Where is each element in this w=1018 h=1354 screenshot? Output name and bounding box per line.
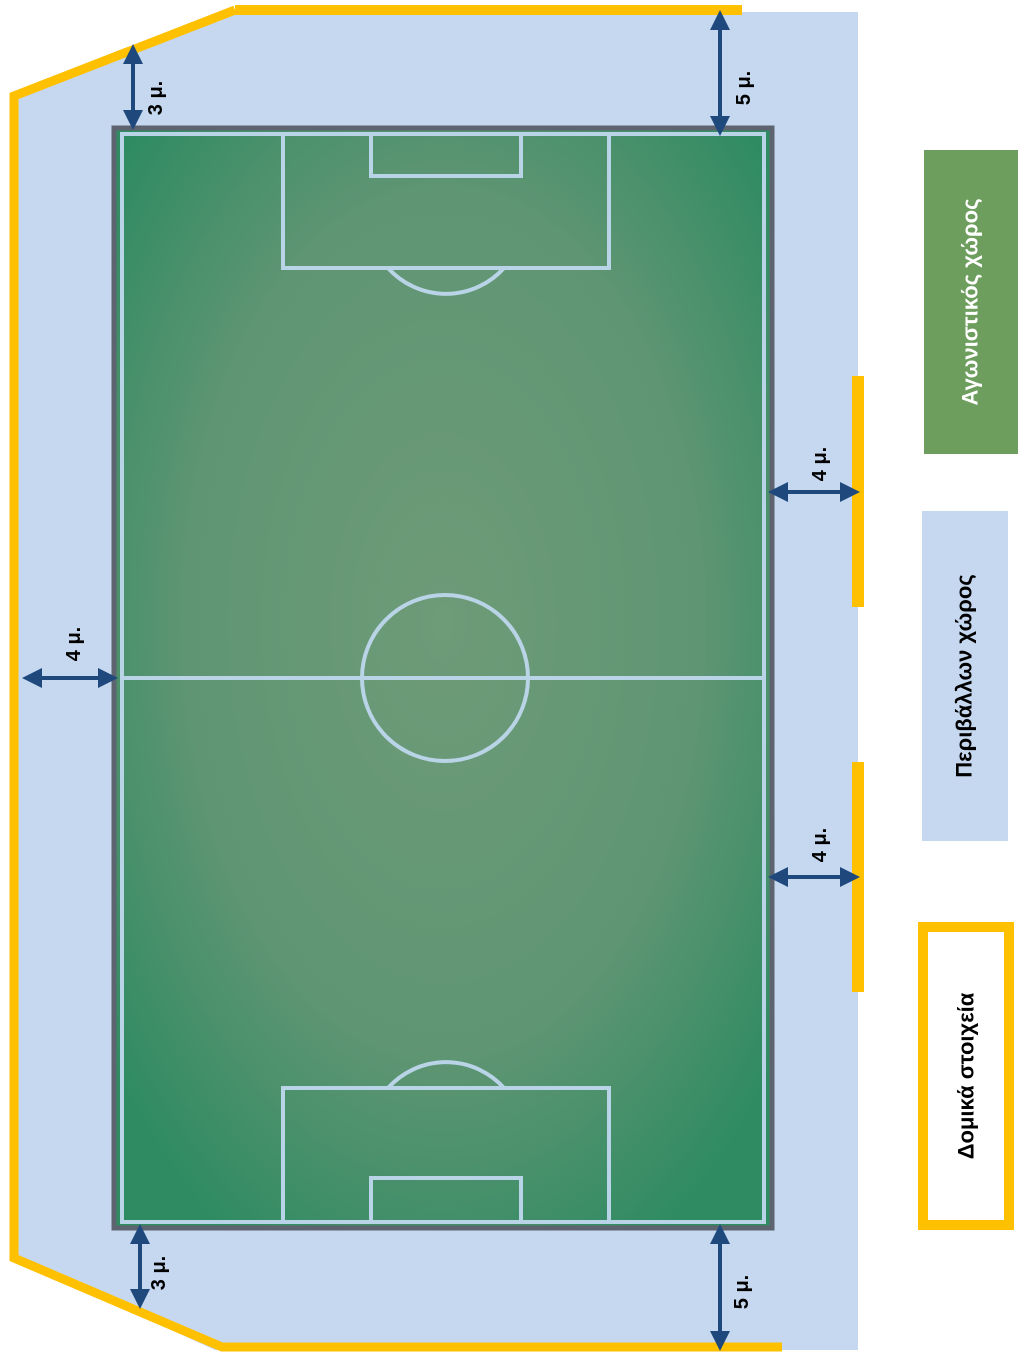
penalty-arc-top	[386, 266, 506, 296]
legend-competition-area: Αγωνιστικός χώρος	[924, 150, 1018, 454]
penalty-arc-bottom	[386, 1060, 506, 1090]
goal-area-bottom	[369, 1176, 523, 1224]
dimension-label-left-middle: 4 μ.	[63, 627, 85, 661]
legend-structural-elements: Δομικά στοιχεία	[918, 922, 1014, 1230]
legend-surrounding-area: Περιβάλλων χώρος	[922, 511, 1008, 841]
dimension-label-right-lower: 4 μ.	[809, 828, 831, 862]
legend-surrounding-area-label: Περιβάλλων χώρος	[952, 574, 978, 778]
legend-competition-area-label: Αγωνιστικός χώρος	[958, 198, 983, 406]
pitch-markings	[120, 132, 766, 1224]
dimension-label-top-right: 5 μ.	[733, 71, 755, 105]
dimension-label-bottom-left: 3 μ.	[148, 1256, 170, 1290]
goal-area-top	[369, 132, 523, 178]
dimension-label-bottom-right: 5 μ.	[731, 1275, 753, 1309]
dimension-label-top-left: 3 μ.	[145, 81, 167, 115]
dimension-label-right-upper: 4 μ.	[809, 447, 831, 481]
structural-wall-left	[9, 5, 782, 1352]
center-circle	[360, 593, 530, 763]
legend-structural-elements-label: Δομικά στοιχεία	[953, 992, 979, 1160]
